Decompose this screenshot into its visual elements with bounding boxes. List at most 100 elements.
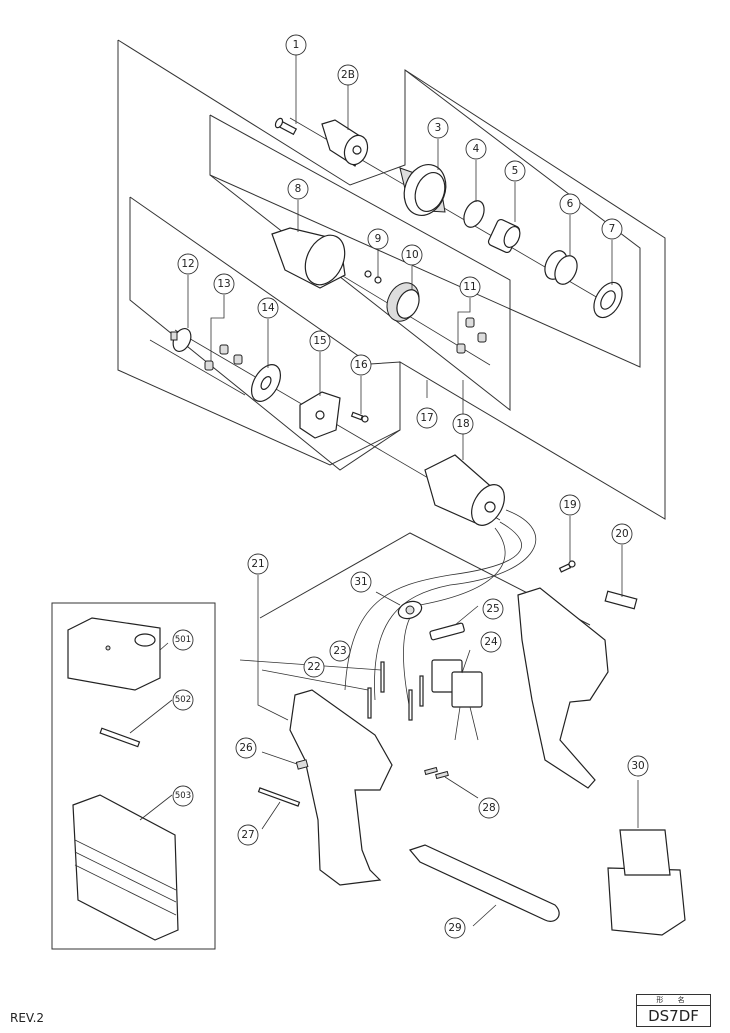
svg-text:27: 27: [241, 829, 254, 841]
part-motor-18: [424, 454, 505, 526]
callout-28[interactable]: 28: [478, 797, 500, 819]
part-screw-16: [350, 411, 369, 423]
svg-text:28: 28: [482, 802, 495, 814]
parts: [67, 117, 686, 941]
part-pushing-button-25: [429, 622, 465, 641]
model-name: DS7DF: [648, 1007, 699, 1025]
part-spring-6: [544, 250, 578, 285]
callout-9[interactable]: 9: [367, 228, 389, 250]
callout-2b[interactable]: 2B: [337, 64, 359, 86]
part-switch-24: [431, 659, 483, 741]
callout-23[interactable]: 23: [329, 640, 351, 662]
callout-14[interactable]: 14: [257, 297, 279, 319]
svg-text:15: 15: [313, 335, 326, 347]
part-ring-gear-10: [386, 282, 420, 322]
callout-3[interactable]: 3: [427, 117, 449, 139]
part-screw-19: [558, 560, 576, 573]
svg-text:502: 502: [175, 695, 191, 705]
revision-label: REV.2: [10, 1011, 45, 1025]
model-box: 形 名 DS7DF: [636, 994, 711, 1027]
svg-text:6: 6: [567, 198, 574, 210]
callout-25[interactable]: 25: [482, 598, 504, 620]
part-name-plate-20: [604, 590, 638, 610]
frame-accessories: [51, 602, 216, 950]
svg-text:10: 10: [405, 249, 418, 261]
svg-text:19: 19: [563, 499, 576, 511]
part-ferrite-core-31: [397, 600, 423, 620]
part-case-503: [72, 794, 179, 941]
svg-text:26: 26: [239, 742, 253, 754]
svg-text:11: 11: [463, 281, 476, 293]
svg-text:14: 14: [261, 302, 275, 314]
frame-outer: [117, 39, 666, 520]
svg-text:503: 503: [175, 791, 191, 801]
part-terminal-26: [295, 759, 309, 770]
svg-text:22: 22: [307, 661, 320, 673]
svg-text:17: 17: [420, 412, 433, 424]
svg-text:8: 8: [295, 183, 302, 195]
svg-text:501: 501: [175, 635, 191, 645]
callout-27[interactable]: 27: [237, 824, 259, 846]
svg-text:21: 21: [251, 558, 264, 570]
part-clutch-nut-5: [487, 218, 521, 254]
callout-24[interactable]: 24: [480, 631, 502, 653]
callout-1[interactable]: 1: [285, 34, 307, 56]
svg-text:3: 3: [435, 122, 442, 134]
callouts: 1 2B 3 4 5 6 7 8 9 10 11 12 13 14 15 16 …: [172, 34, 649, 939]
callout-22[interactable]: 22: [303, 656, 325, 678]
part-planet-gears-13: [204, 344, 243, 371]
callout-6[interactable]: 6: [559, 193, 581, 215]
callout-29[interactable]: 29: [444, 917, 466, 939]
part-lock-plate-4: [463, 200, 485, 228]
part-balls-9: [364, 270, 382, 284]
part-label-27: [257, 787, 301, 807]
svg-text:7: 7: [609, 223, 616, 235]
svg-text:13: 13: [217, 278, 230, 290]
axis-lines: [149, 117, 611, 521]
callout-10[interactable]: 10: [401, 244, 423, 266]
part-strap-29: [408, 844, 560, 922]
callout-19[interactable]: 19: [559, 494, 581, 516]
part-washer-7: [593, 281, 623, 319]
part-screw-1: [274, 117, 298, 136]
svg-text:16: 16: [354, 359, 368, 371]
svg-text:20: 20: [615, 528, 628, 540]
part-planet-gears-11: [456, 317, 487, 354]
callout-503[interactable]: 503: [172, 785, 194, 807]
callout-8[interactable]: 8: [287, 178, 309, 200]
callout-21[interactable]: 21: [247, 553, 269, 575]
part-charger-501: [67, 617, 161, 691]
callout-16[interactable]: 16: [350, 354, 372, 376]
part-battery-30: [607, 829, 686, 936]
svg-text:24: 24: [484, 636, 498, 648]
callout-15[interactable]: 15: [309, 330, 331, 352]
callout-4[interactable]: 4: [465, 138, 487, 160]
callout-13[interactable]: 13: [213, 273, 235, 295]
svg-text:23: 23: [333, 645, 346, 657]
part-washer-14: [250, 364, 282, 402]
callout-26[interactable]: 26: [235, 737, 257, 759]
svg-text:9: 9: [375, 233, 382, 245]
callout-17[interactable]: 17: [416, 407, 438, 429]
callout-18[interactable]: 18: [452, 413, 474, 435]
svg-text:4: 4: [473, 143, 480, 155]
callout-12[interactable]: 12: [177, 253, 199, 275]
callout-20[interactable]: 20: [611, 523, 633, 545]
part-internal-wires: [367, 661, 424, 721]
callout-502[interactable]: 502: [172, 689, 194, 711]
callout-31[interactable]: 31: [350, 571, 372, 593]
part-carrier-12: [170, 328, 192, 352]
model-header: 形 名: [637, 995, 710, 1006]
svg-text:1: 1: [293, 39, 300, 51]
frame-clutch: [209, 69, 641, 368]
callout-5[interactable]: 5: [504, 160, 526, 182]
callout-30[interactable]: 30: [627, 755, 649, 777]
svg-text:30: 30: [631, 760, 644, 772]
callout-7[interactable]: 7: [601, 218, 623, 240]
callout-11[interactable]: 11: [459, 276, 481, 298]
part-housing-left: [289, 689, 393, 886]
svg-text:25: 25: [486, 603, 499, 615]
frame-gearcase: [209, 114, 511, 412]
callout-501[interactable]: 501: [172, 629, 194, 651]
